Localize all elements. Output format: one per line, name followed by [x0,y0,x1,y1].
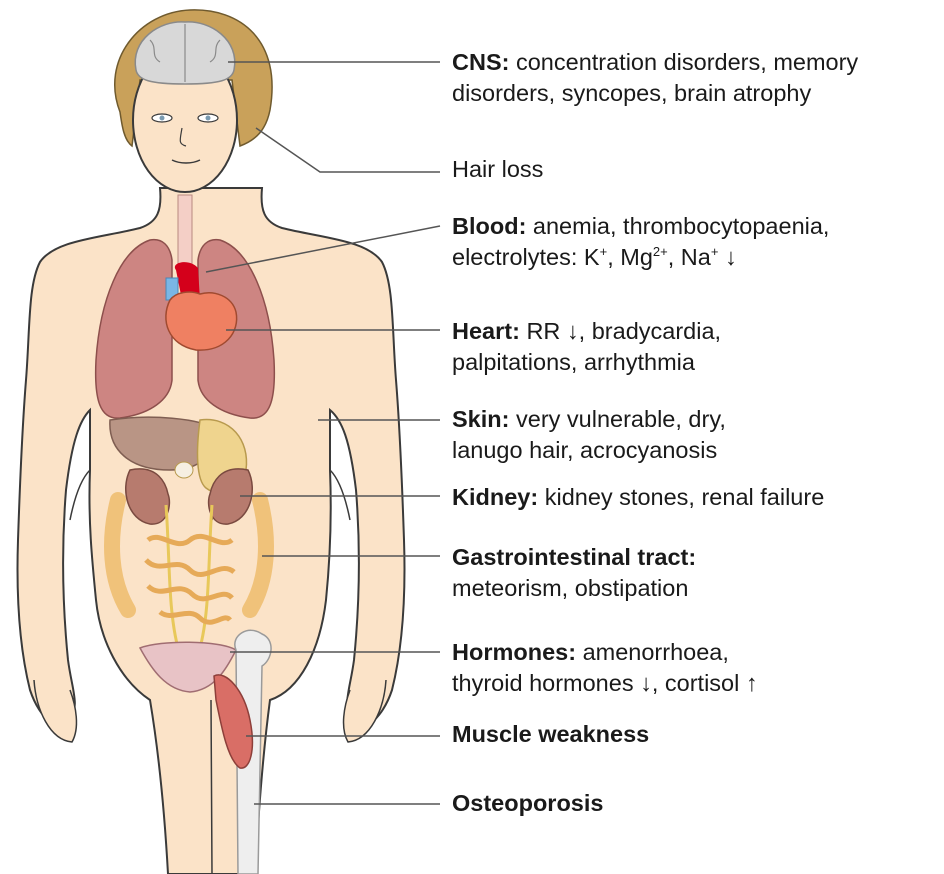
label-heart-line1: RR ↓, bradycardia, [526,318,721,344]
electrolytes-prefix: electrolytes: K [452,244,600,270]
label-hair-line1: Hair loss [452,154,543,185]
label-cns-line2: disorders, syncopes, brain atrophy [452,78,858,109]
label-gi: Gastrointestinal tract: meteorism, obsti… [452,542,696,604]
label-cns: CNS: concentration disorders, memory dis… [452,47,858,109]
label-osteo: Osteoporosis [452,788,603,819]
label-blood-line1: anemia, thrombocytopaenia, [533,213,830,239]
label-skin-line1: very vulnerable, dry, [516,406,726,432]
electrolytes-sup-mg: 2+ [653,244,668,259]
electrolytes-na: , Na [668,244,711,270]
label-kidney-title: Kidney: [452,484,538,510]
label-hormones: Hormones: amenorrhoea, thyroid hormones … [452,637,758,699]
label-hormones-line2: thyroid hormones ↓, cortisol ↑ [452,668,758,699]
label-skin: Skin: very vulnerable, dry, lanugo hair,… [452,404,726,466]
label-gi-title: Gastrointestinal tract: [452,542,696,573]
label-hair: Hair loss [452,154,543,185]
label-skin-line2: lanugo hair, acrocyanosis [452,435,726,466]
label-skin-title: Skin: [452,406,509,432]
label-osteo-title: Osteoporosis [452,788,603,819]
electrolytes-arrow: ↓ [718,244,736,270]
label-hormones-line1: amenorrhoea, [583,639,729,665]
electrolytes-mg: , Mg [607,244,653,270]
label-muscle: Muscle weakness [452,719,649,750]
label-heart-line2: palpitations, arrhythmia [452,347,721,378]
label-hormones-title: Hormones: [452,639,576,665]
label-heart: Heart: RR ↓, bradycardia, palpitations, … [452,316,721,378]
label-kidney-line1: kidney stones, renal failure [545,484,825,510]
label-blood: Blood: anemia, thrombocytopaenia, electr… [452,211,829,273]
label-blood-electrolytes: electrolytes: K+, Mg2+, Na+ ↓ [452,242,829,273]
label-cns-line1: concentration disorders, memory [516,49,858,75]
label-gi-line2: meteorism, obstipation [452,573,696,604]
label-cns-title: CNS: [452,49,509,75]
label-muscle-title: Muscle weakness [452,719,649,750]
label-heart-title: Heart: [452,318,520,344]
label-blood-title: Blood: [452,213,526,239]
label-kidney: Kidney: kidney stones, renal failure [452,482,824,513]
